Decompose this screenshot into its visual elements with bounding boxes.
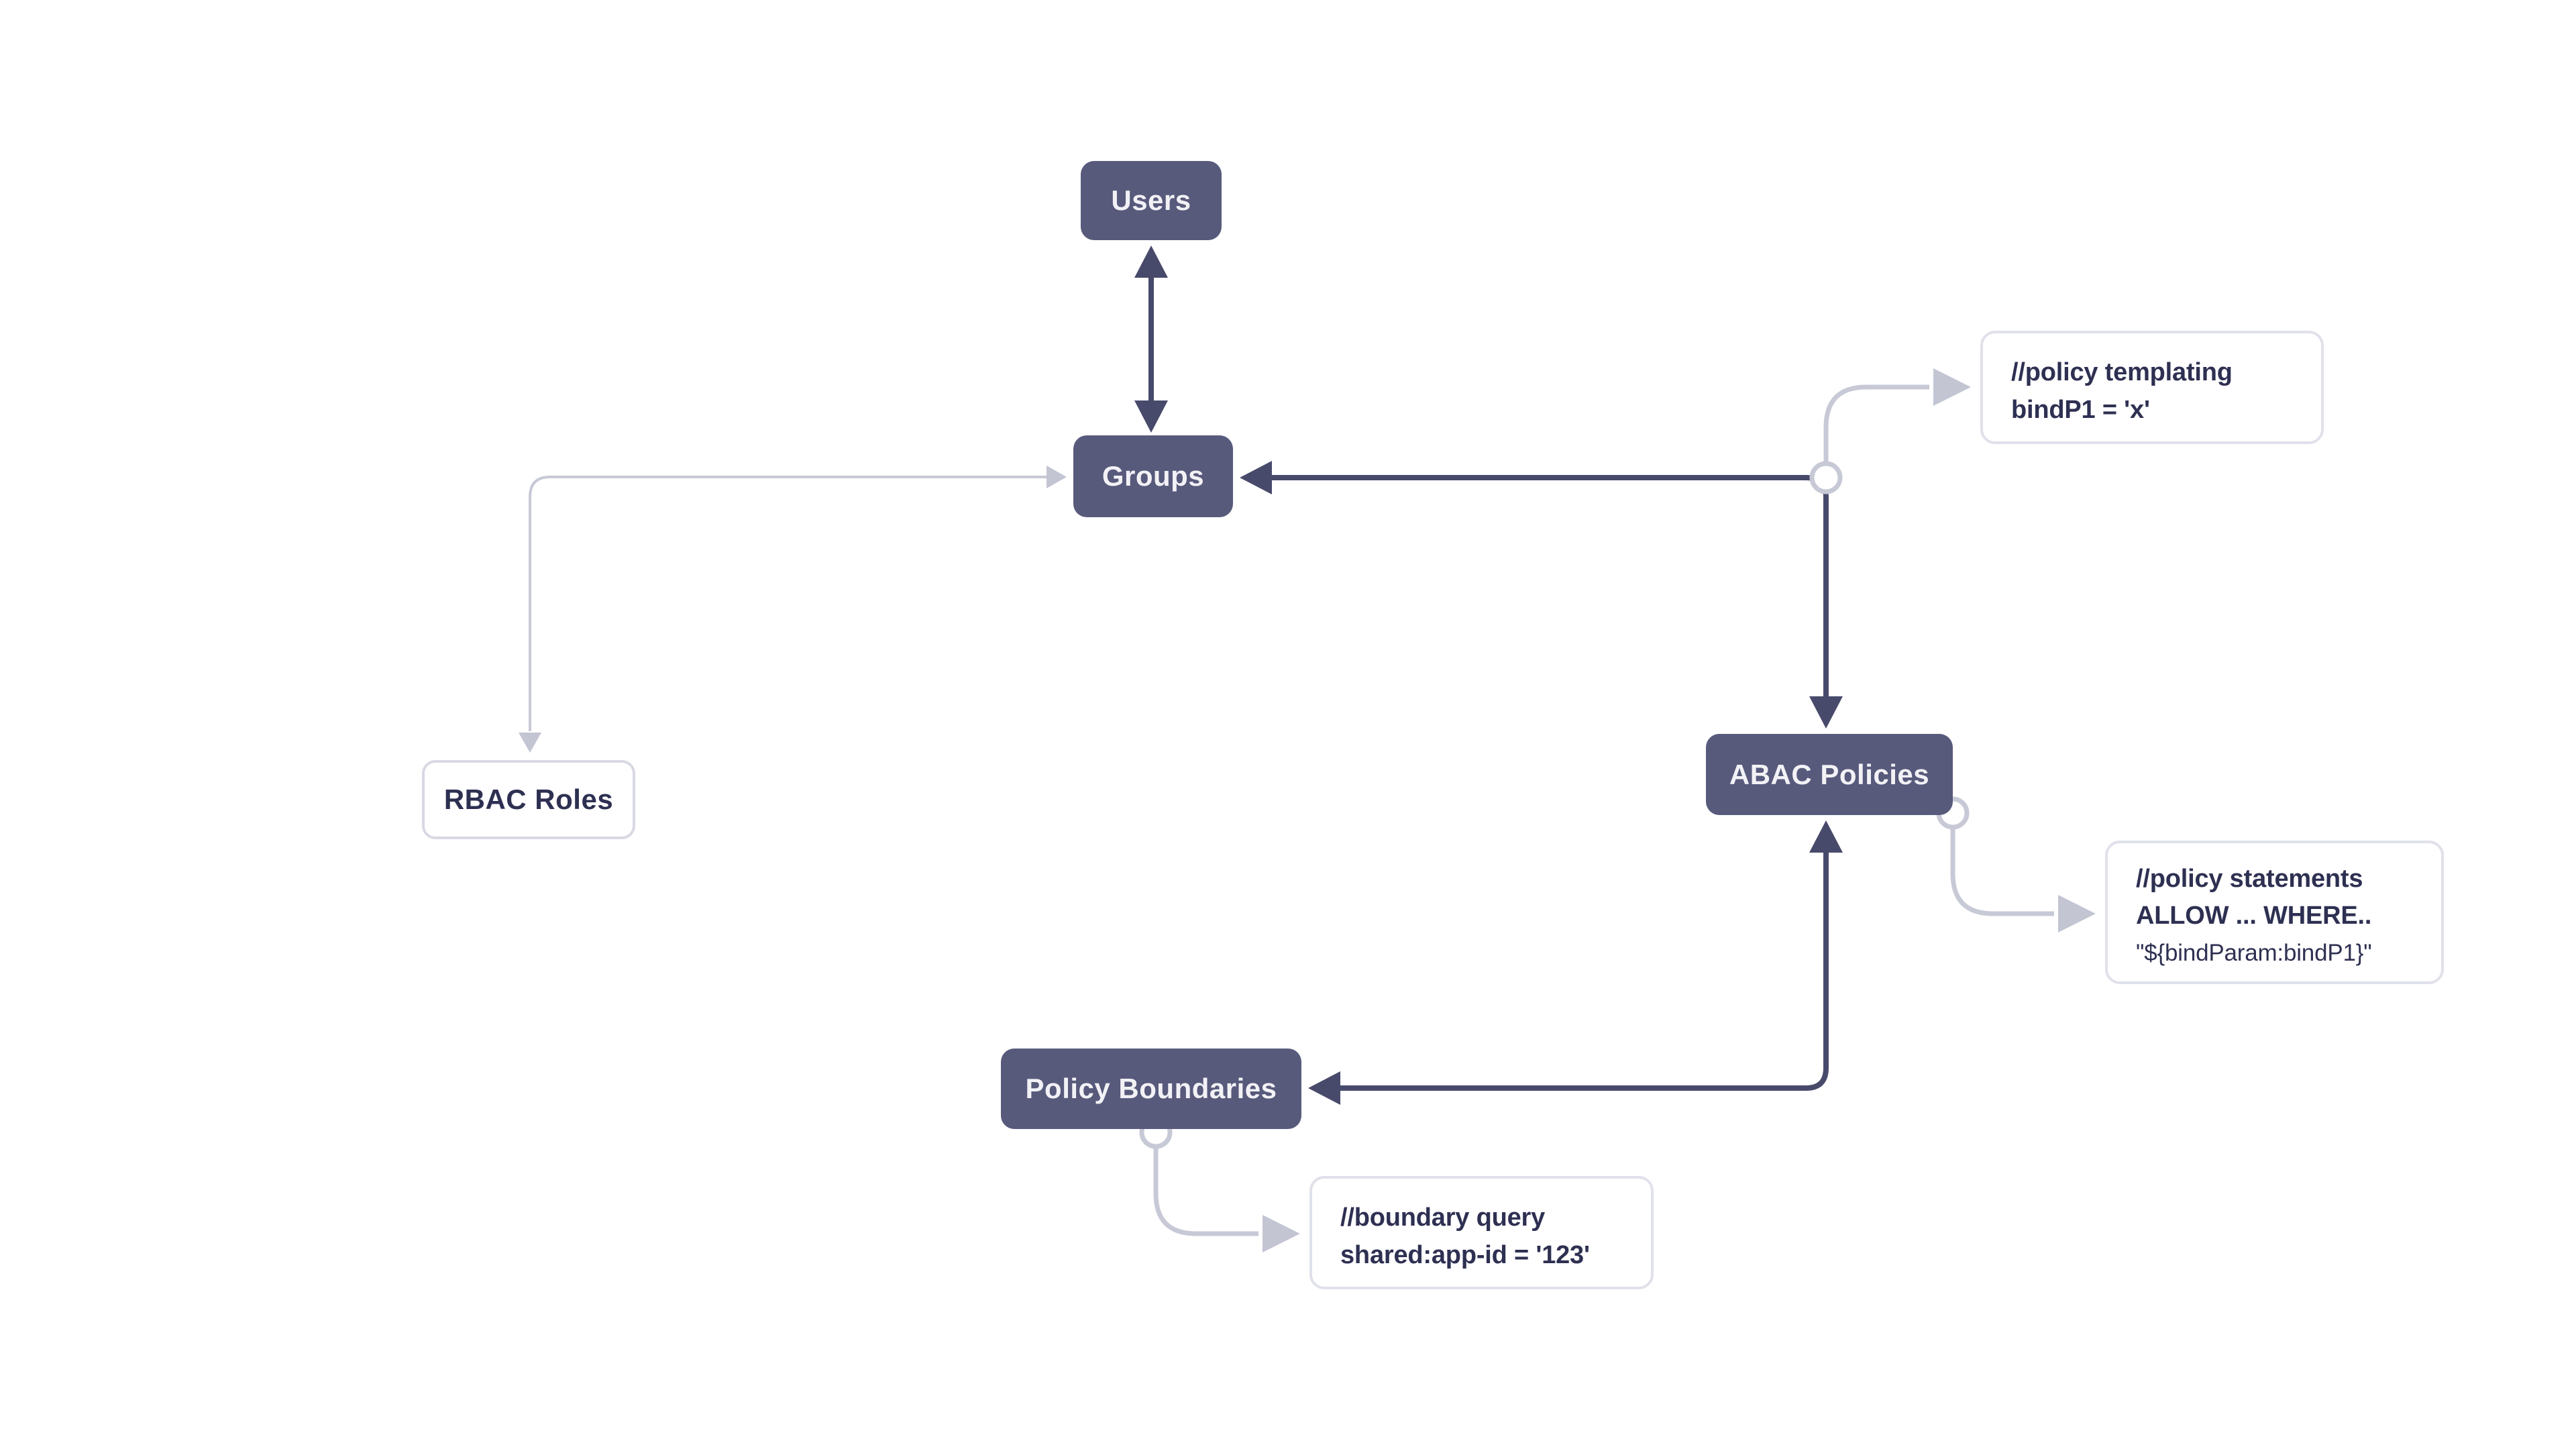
annotation-line: //policy statements xyxy=(2136,865,2363,893)
annotation-line: bindP1 = 'x' xyxy=(2011,396,2150,424)
edge-abac-policy-statements xyxy=(1950,828,2096,932)
node-users: Users xyxy=(1081,161,1222,240)
node-policy-boundaries: Policy Boundaries xyxy=(1001,1049,1301,1129)
node-abac-policies-label: ABAC Policies xyxy=(1729,758,1930,790)
annotation-line: ALLOW ... WHERE.. xyxy=(2136,902,2372,930)
junction-dot-groups-abac xyxy=(1809,461,1843,494)
node-users-label: Users xyxy=(1111,184,1191,216)
edge-users-groups xyxy=(1134,246,1168,433)
annotation-policy-statements: //policy statements ALLOW ... WHERE.. "$… xyxy=(2105,841,2444,984)
node-policy-boundaries-label: Policy Boundaries xyxy=(1025,1073,1277,1104)
edge-junction-policy-templating xyxy=(1823,368,1971,464)
node-rbac-roles-label: RBAC Roles xyxy=(443,784,614,815)
annotation-line: //boundary query xyxy=(1340,1203,1546,1232)
edge-policy-boundaries-boundary-query xyxy=(1153,1147,1300,1252)
annotation-line: //policy templating xyxy=(2011,358,2233,386)
node-rbac-roles: RBAC Roles xyxy=(422,760,635,839)
edge-abac-groups xyxy=(1240,461,1843,729)
node-abac-policies: ABAC Policies xyxy=(1706,734,1953,815)
node-groups-label: Groups xyxy=(1102,460,1205,492)
edge-abac-policy-boundaries xyxy=(1308,820,1843,1105)
annotation-line: shared:app-id = '123' xyxy=(1340,1241,1590,1269)
edge-groups-rbac xyxy=(519,466,1067,753)
annotation-boundary-query: //boundary query shared:app-id = '123' xyxy=(1309,1176,1654,1289)
annotation-policy-templating: //policy templating bindP1 = 'x' xyxy=(1980,331,2324,444)
annotation-line: "${bindParam:bindP1}" xyxy=(2136,940,2372,966)
node-groups: Groups xyxy=(1073,435,1233,517)
